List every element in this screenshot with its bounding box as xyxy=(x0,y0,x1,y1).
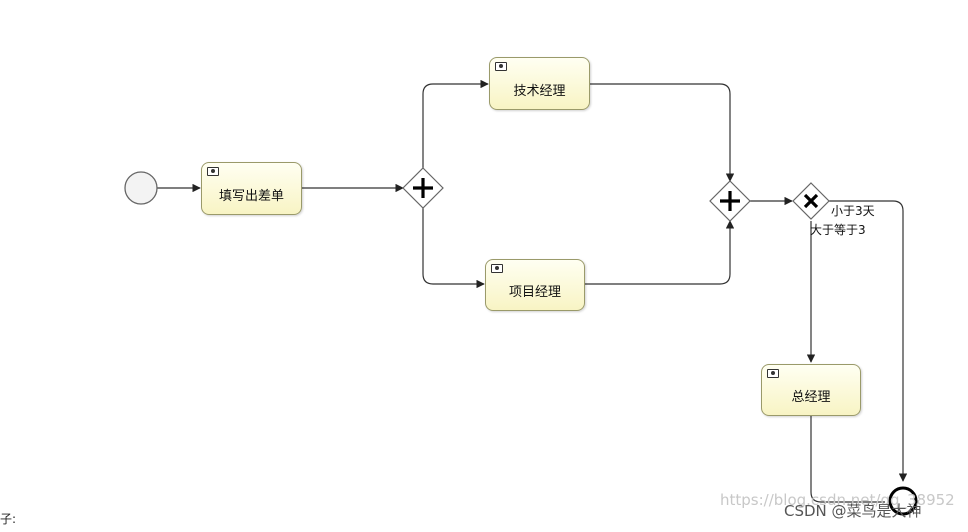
flow-fork-to-project-manager xyxy=(422,208,485,289)
task-label: 总经理 xyxy=(791,390,831,405)
condition-label-less-than-3: 小于3天 xyxy=(831,204,875,218)
user-task-icon xyxy=(491,264,503,273)
user-task-icon xyxy=(207,167,219,176)
watermark-url: https://blog.csdn.net/qq_38952 xyxy=(720,491,955,509)
user-task-icon xyxy=(495,62,507,71)
start-event[interactable] xyxy=(124,171,158,205)
condition-label-gte-3: 大于等于3 xyxy=(810,223,866,237)
exclusive-gateway[interactable] xyxy=(792,182,830,220)
flow-exclusive-to-end xyxy=(829,200,908,482)
plus-icon xyxy=(413,178,433,198)
x-icon xyxy=(803,193,819,209)
task-label: 项目经理 xyxy=(508,285,561,300)
user-task-icon xyxy=(767,369,779,378)
flow-fork-to-tech-manager xyxy=(422,79,489,168)
parallel-gateway-join[interactable] xyxy=(709,180,751,222)
end-event[interactable] xyxy=(888,486,918,516)
task-general-manager[interactable]: 总经理 xyxy=(761,364,861,416)
task-fill-form[interactable]: 填写出差单 xyxy=(201,162,302,215)
watermark-credit: CSDN @菜鸟是大神 xyxy=(784,502,922,520)
flow-tech-manager-to-join xyxy=(590,83,735,182)
corner-text: 子: xyxy=(0,512,17,526)
plus-icon xyxy=(720,191,740,211)
task-project-manager[interactable]: 项目经理 xyxy=(485,259,585,311)
task-label: 填写出差单 xyxy=(218,189,284,204)
task-label: 技术经理 xyxy=(513,84,566,99)
task-tech-manager[interactable]: 技术经理 xyxy=(489,57,590,110)
parallel-gateway-fork[interactable] xyxy=(402,167,444,209)
flow-project-manager-to-join xyxy=(585,220,735,285)
flow-general-manager-to-end xyxy=(810,416,885,503)
